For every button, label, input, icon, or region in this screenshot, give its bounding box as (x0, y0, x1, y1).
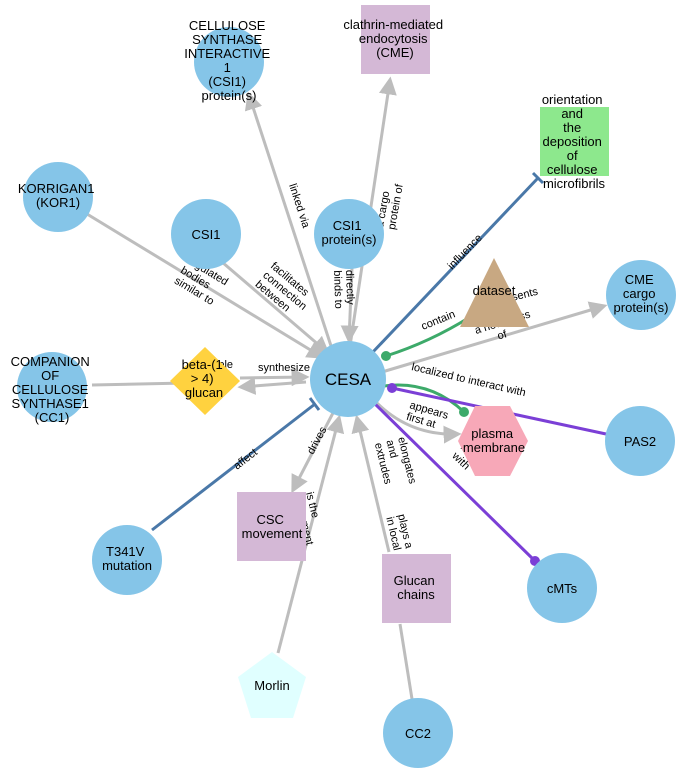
node-plasma-membrane-shape (458, 406, 528, 476)
node-cmts-label: cMTs (547, 581, 578, 596)
node-cmts[interactable]: cMTs (527, 553, 597, 623)
node-cme-shape (361, 5, 430, 74)
node-cc2-label: CC2 (405, 726, 431, 741)
node-pas2[interactable]: PAS2 (605, 406, 675, 476)
node-cme-cargo-shape (606, 260, 676, 330)
edge-morlin-cesa[interactable] (276, 414, 345, 654)
node-plasma-membrane[interactable]: plasma membrane (458, 406, 528, 476)
node-cmts-shape (527, 553, 597, 623)
node-csi1[interactable]: CSI1 (171, 199, 241, 269)
node-csi1-shape (171, 199, 241, 269)
edge-orientation-tbar (531, 171, 545, 185)
node-glucan-label: beta-(1 > 4) glucan (182, 357, 227, 400)
node-kor1-shape (23, 162, 93, 232)
node-t341v-shape (92, 525, 162, 595)
edge-label-influence: influence (446, 232, 485, 272)
node-orientation-shape (540, 107, 609, 176)
node-cc2[interactable]: CC2 (383, 698, 453, 768)
edge-label-elongates: elongates and extrudes (372, 436, 419, 494)
edge-pas2-cesa-end (387, 383, 397, 393)
node-glucan[interactable]: beta-(1 > 4) glucan (170, 347, 240, 415)
node-cc1-shape (17, 352, 87, 422)
edge-t341v-tbar (308, 397, 321, 411)
node-csc-movement-label: CSC movement (242, 512, 303, 541)
edge-label-localized: localized to interact with (410, 361, 526, 399)
node-kor1[interactable]: KORRIGAN1 (KOR1) (18, 162, 98, 232)
node-cme-cargo-label: CME cargo protein(s) (614, 272, 669, 315)
node-dataset-label: dataset (473, 283, 516, 298)
nodes: CELLULOSE SYNTHASE INTERACTIVE 1 (CSI1) … (11, 5, 676, 768)
edge-csi1-cesa[interactable] (221, 260, 330, 355)
edge-glucanchains-cesa[interactable] (351, 414, 391, 553)
edge-glucan-cesa[interactable] (239, 368, 310, 387)
edges (86, 76, 608, 700)
edge-label-facilitates: facilitates connection between (253, 260, 319, 324)
node-csi1-protein-full-label: CELLULOSE SYNTHASE INTERACTIVE 1 (CSI1) … (184, 18, 274, 103)
edge-cesa-orientation[interactable] (370, 176, 540, 355)
node-glucan-chains[interactable]: Glucan chains (382, 554, 451, 623)
edge-cc1-glucan[interactable] (91, 381, 187, 387)
node-dataset-shape (460, 258, 529, 327)
node-kor1-label: KORRIGAN1 (KOR1) (18, 181, 98, 210)
node-orientation-label: orientation and the deposition of cellul… (542, 92, 606, 191)
node-csi1-protein-shape (314, 199, 384, 269)
node-plasma-membrane-label: plasma membrane (463, 426, 525, 455)
node-csi1-protein-label: CSI1 protein(s) (322, 218, 377, 247)
node-pas2-shape (605, 406, 675, 476)
node-t341v[interactable]: T341V mutation (92, 525, 162, 595)
node-dataset[interactable]: dataset (460, 258, 529, 327)
node-morlin-shape (238, 652, 306, 718)
node-morlin[interactable]: Morlin (238, 652, 306, 718)
edge-dataset-cesa[interactable] (385, 315, 471, 358)
node-cme-cargo[interactable]: CME cargo protein(s) (606, 260, 676, 330)
edge-cesa-cmecargo[interactable] (381, 301, 608, 374)
node-csc-movement[interactable]: CSC movement (237, 492, 306, 561)
edge-t341v-cesa[interactable] (151, 402, 316, 532)
edge-plasma-cesa-end (459, 407, 469, 417)
edge-kor1-cesa[interactable] (86, 212, 326, 359)
edge-label-appears: appears first at (405, 399, 453, 434)
edge-label-synthesize: synthesize (258, 362, 310, 374)
edge-cesa-glucan[interactable] (237, 376, 307, 395)
edge-dataset-cesa-end (381, 351, 391, 361)
node-glucan-shape (170, 347, 240, 415)
node-t341v-label: T341V mutation (102, 544, 152, 573)
edge-label-drives: drives (305, 424, 330, 456)
node-cesa-shape (310, 341, 386, 417)
node-cc2-shape (383, 698, 453, 768)
edge-label-binds-to: directly binds to (331, 270, 356, 309)
node-glucan-chains-label: Glucan chains (394, 573, 439, 602)
edge-csi1protein-cesa[interactable] (340, 267, 359, 344)
node-cc1[interactable]: COMPANION OF CELLULOSE SYNTHASE1 (CC1) (11, 352, 94, 425)
node-cesa[interactable]: CESA (310, 341, 386, 417)
node-pas2-label: PAS2 (624, 434, 656, 449)
edge-cesa-csi1-top[interactable] (244, 91, 335, 353)
node-csi1-protein-full[interactable]: CELLULOSE SYNTHASE INTERACTIVE 1 (CSI1) … (184, 18, 274, 103)
edge-cesa-cmts[interactable] (371, 400, 537, 563)
node-csc-movement-shape (237, 492, 306, 561)
node-orientation[interactable]: orientation and the deposition of cellul… (540, 92, 609, 191)
node-cme[interactable]: clathrin-mediated endocytosis (CME) (343, 5, 446, 74)
node-cesa-label: CESA (325, 370, 372, 389)
node-morlin-label: Morlin (254, 678, 289, 693)
node-glucan-chains-shape (382, 554, 451, 623)
node-csi1-label: CSI1 (192, 227, 221, 242)
node-csi1-protein[interactable]: CSI1 protein(s) (314, 199, 384, 269)
edge-cesa-plasma[interactable] (374, 400, 462, 444)
node-cme-label: clathrin-mediated endocytosis (CME) (343, 17, 446, 60)
node-cc1-label: COMPANION OF CELLULOSE SYNTHASE1 (CC1) (11, 354, 94, 425)
node-csi1-protein-full-shape (194, 27, 264, 97)
edge-cc2-glucanchains[interactable] (398, 623, 414, 700)
